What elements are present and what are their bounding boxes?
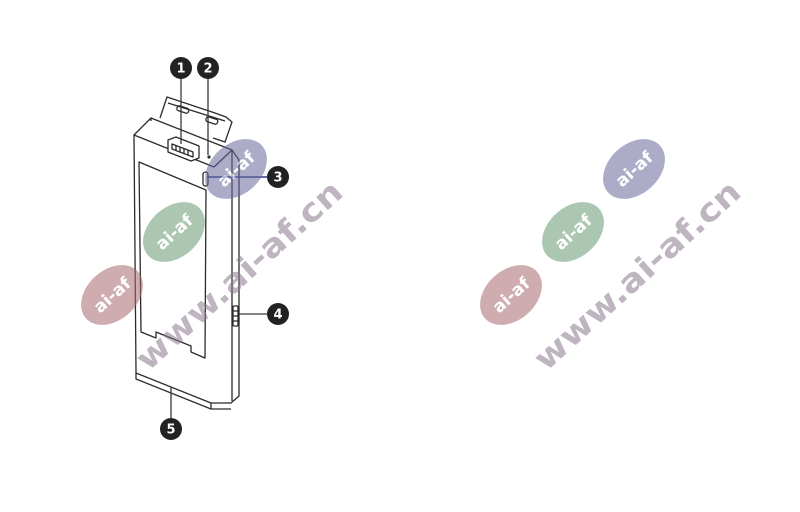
watermark-badge-blue: ai-af bbox=[603, 139, 665, 199]
watermark-badge-blue: ai-af bbox=[205, 139, 267, 199]
callout-4: 4 bbox=[267, 303, 289, 325]
callout-1-label: 1 bbox=[176, 62, 185, 77]
callout-2: 2 bbox=[197, 57, 219, 79]
watermark-site-text: www.ai-af.cn bbox=[526, 172, 748, 378]
watermark-right: ai-af ai-af ai-af www.ai-af.cn bbox=[480, 139, 748, 378]
callout-4-label: 4 bbox=[273, 308, 282, 323]
mounting-bracket bbox=[159, 96, 233, 143]
callout-3: 3 bbox=[267, 166, 289, 188]
callout-5: 5 bbox=[160, 418, 182, 440]
callout-2-label: 2 bbox=[203, 62, 212, 77]
watermark-badge-green: ai-af bbox=[542, 202, 604, 262]
callout-1: 1 bbox=[170, 57, 192, 79]
watermark-badge-red: ai-af bbox=[480, 265, 542, 325]
watermark-badge-green: ai-af bbox=[143, 202, 205, 262]
status-led bbox=[207, 155, 211, 159]
callout-3-label: 3 bbox=[273, 171, 282, 186]
side-connector bbox=[232, 305, 239, 327]
watermark-badge-red: ai-af bbox=[81, 265, 143, 325]
ethernet-port bbox=[167, 136, 200, 162]
callout-5-label: 5 bbox=[166, 423, 175, 438]
